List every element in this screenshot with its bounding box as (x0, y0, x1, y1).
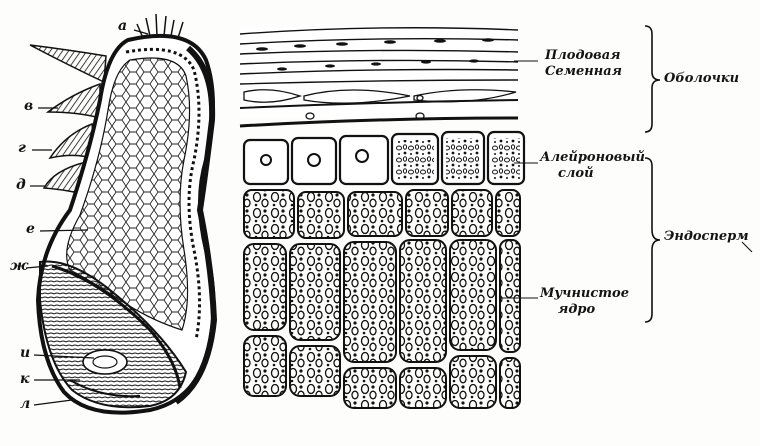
label-pericarp: Плодовая (545, 49, 621, 63)
label-starchy-2: ядро (558, 303, 595, 317)
label-seed-coat: Семенная (545, 65, 622, 79)
label-endosperm: Эндосперм (664, 230, 749, 244)
label-g: г (18, 140, 26, 156)
label-coats: Оболочки (664, 72, 739, 86)
label-i: и (20, 345, 30, 361)
aleurone-grain-fill (396, 138, 520, 180)
plumule (83, 350, 127, 374)
label-aleurone-2: слой (558, 167, 594, 181)
label-aleurone-1: Алейроновый (540, 151, 645, 165)
label-v: в (24, 98, 33, 114)
husk-1 (30, 45, 106, 82)
aleurone-cells (244, 132, 524, 184)
label-l: л (20, 396, 30, 412)
label-zh: ж (10, 258, 28, 274)
label-starchy-1: Мучнистое (540, 287, 629, 301)
label-a: а (118, 18, 127, 34)
starch-cells (244, 190, 520, 408)
callout-lines (500, 61, 752, 298)
label-k: к (20, 371, 29, 387)
label-e: е (26, 221, 35, 237)
husk-2 (48, 84, 100, 118)
label-d: д (16, 177, 26, 193)
grain-section (26, 14, 214, 413)
braces (645, 26, 660, 322)
